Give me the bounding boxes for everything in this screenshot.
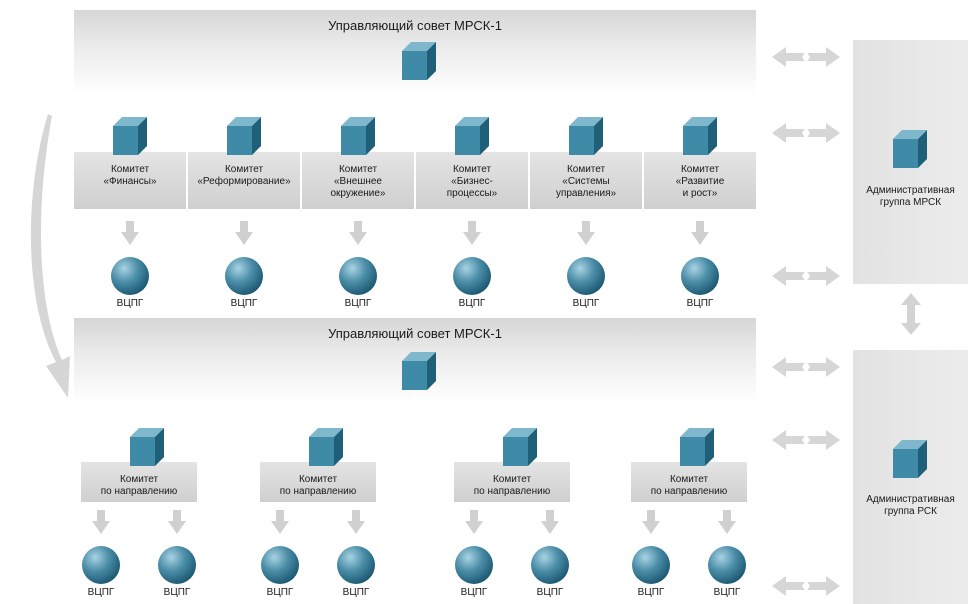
committee-card xyxy=(188,152,300,209)
committee-cube-icon xyxy=(341,117,375,155)
committee-card xyxy=(302,152,414,209)
down-arrow-icon xyxy=(465,510,483,534)
direction-committee-cube-icon xyxy=(680,428,714,466)
direction-committee-card xyxy=(260,462,376,502)
double-arrow-icon xyxy=(772,266,840,286)
down-arrow-icon xyxy=(92,510,110,534)
vcpg-label: ВЦПГ xyxy=(536,587,564,598)
vcpg-label: ВЦПГ xyxy=(266,587,294,598)
admin-mrsk-cube-icon xyxy=(893,130,927,168)
vcpg-label: ВЦПГ xyxy=(87,587,115,598)
vcpg-label: ВЦПГ xyxy=(572,298,600,309)
double-arrow-icon xyxy=(772,357,840,377)
down-arrow-icon xyxy=(541,510,559,534)
committee-label: Комитет«Бизнес-процессы» xyxy=(446,164,498,199)
vcpg-sphere-icon xyxy=(339,257,377,295)
vcpg-label: ВЦПГ xyxy=(458,298,486,309)
vcpg-label: ВЦПГ xyxy=(686,298,714,309)
top-council-title: Управляющий совет МРСК-1 xyxy=(328,18,502,33)
vcpg-sphere-icon xyxy=(158,546,196,584)
direction-committee-cube-icon xyxy=(503,428,537,466)
vcpg-sphere-icon xyxy=(567,257,605,295)
curved-down-arrow-icon xyxy=(30,114,70,398)
down-arrow-icon xyxy=(718,510,736,534)
vcpg-sphere-icon xyxy=(261,546,299,584)
direction-committee-card xyxy=(454,462,570,502)
committee-label: Комитет«Реформирование» xyxy=(197,164,291,187)
down-arrow-icon xyxy=(168,510,186,534)
double-arrow-icon xyxy=(772,576,840,596)
vcpg-label: ВЦПГ xyxy=(116,298,144,309)
committee-label: Комитет«Финансы» xyxy=(103,164,157,187)
vcpg-label: ВЦПГ xyxy=(460,587,488,598)
top-council-cube-icon xyxy=(402,42,436,80)
vcpg-sphere-icon xyxy=(681,257,719,295)
double-arrow-icon xyxy=(772,430,840,450)
vcpg-sphere-icon xyxy=(708,546,746,584)
vcpg-label: ВЦПГ xyxy=(163,587,191,598)
double-arrow-icon xyxy=(772,47,840,67)
vertical-double-arrow-icon xyxy=(901,293,921,335)
double-arrow-icon xyxy=(772,123,840,143)
vcpg-sphere-icon xyxy=(111,257,149,295)
vcpg-label: ВЦПГ xyxy=(713,587,741,598)
down-arrow-icon xyxy=(577,221,595,245)
committee-cube-icon xyxy=(683,117,717,155)
committee-card xyxy=(416,152,528,209)
down-arrow-icon xyxy=(349,221,367,245)
committee-cube-icon xyxy=(113,117,147,155)
down-arrow-icon xyxy=(121,221,139,245)
vcpg-label: ВЦПГ xyxy=(344,298,372,309)
vcpg-sphere-icon xyxy=(82,546,120,584)
vcpg-label: ВЦПГ xyxy=(230,298,258,309)
vcpg-label: ВЦПГ xyxy=(342,587,370,598)
committee-cube-icon xyxy=(569,117,603,155)
bottom-council-cube-icon xyxy=(402,352,436,390)
bottom-council-title: Управляющий совет МРСК-1 xyxy=(328,326,502,341)
committee-cube-icon xyxy=(227,117,261,155)
down-arrow-icon xyxy=(463,221,481,245)
direction-committee-card xyxy=(631,462,747,502)
down-arrow-icon xyxy=(691,221,709,245)
vcpg-sphere-icon xyxy=(225,257,263,295)
vcpg-sphere-icon xyxy=(455,546,493,584)
direction-committee-cube-icon xyxy=(130,428,164,466)
vcpg-label: ВЦПГ xyxy=(637,587,665,598)
vcpg-sphere-icon xyxy=(531,546,569,584)
down-arrow-icon xyxy=(235,221,253,245)
committee-cube-icon xyxy=(455,117,489,155)
committee-card xyxy=(74,152,186,209)
vcpg-sphere-icon xyxy=(337,546,375,584)
down-arrow-icon xyxy=(347,510,365,534)
committee-card xyxy=(644,152,756,209)
direction-committee-card xyxy=(81,462,197,502)
vcpg-sphere-icon xyxy=(632,546,670,584)
admin-rsk-cube-icon xyxy=(893,440,927,478)
committee-card xyxy=(530,152,642,209)
direction-committee-cube-icon xyxy=(309,428,343,466)
down-arrow-icon xyxy=(642,510,660,534)
down-arrow-icon xyxy=(271,510,289,534)
vcpg-sphere-icon xyxy=(453,257,491,295)
